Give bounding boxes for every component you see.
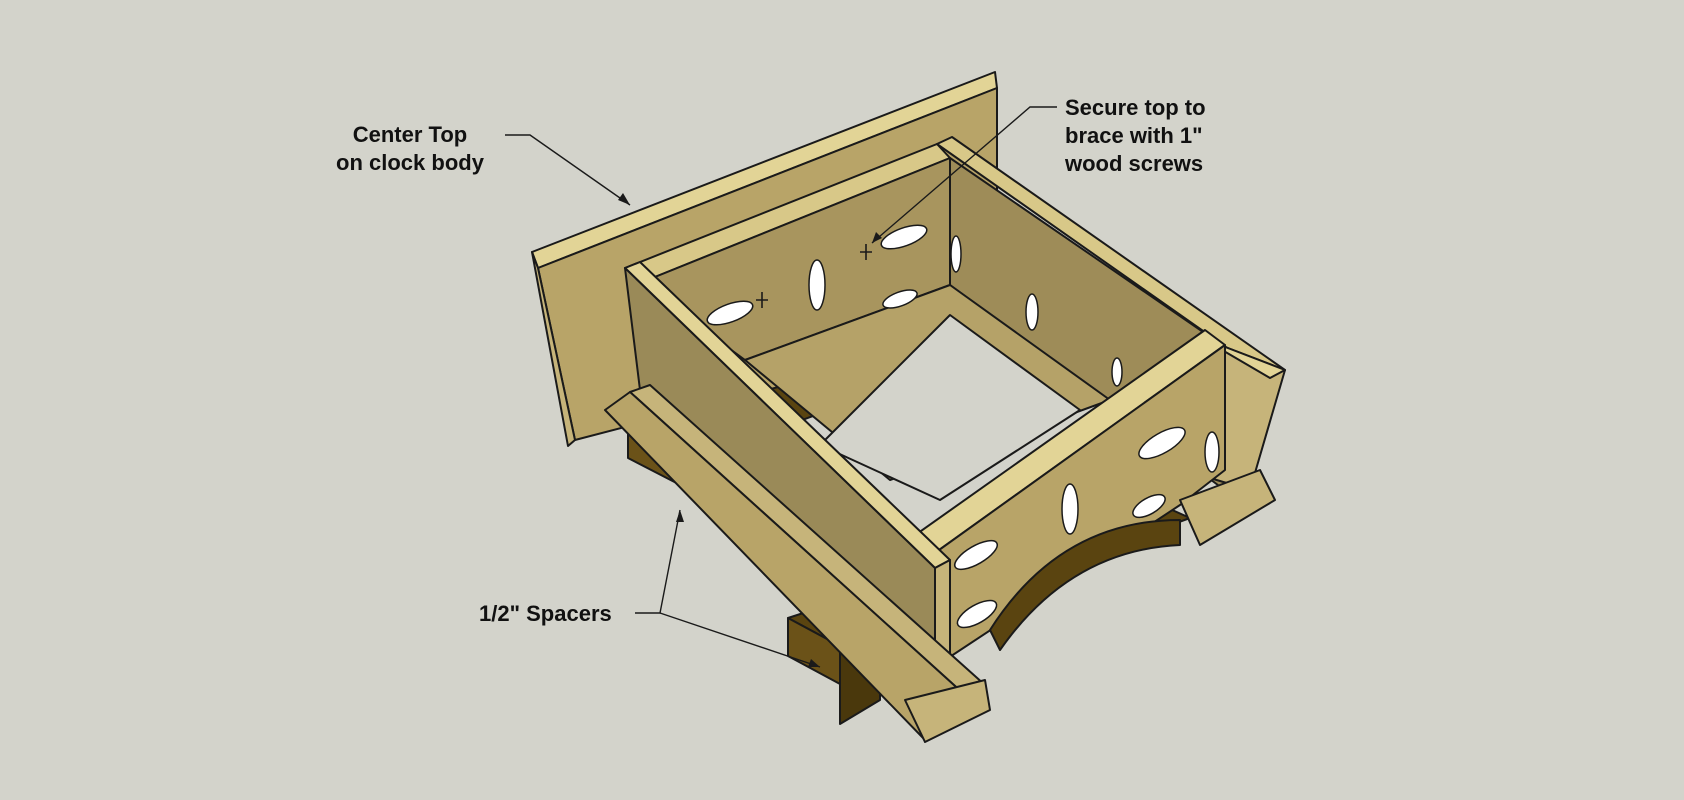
hole-back-4 [882, 289, 918, 309]
leader-spacer-upper [635, 509, 681, 614]
callout-secure-top: Secure top to brace with 1" wood screws [1065, 94, 1206, 178]
hole-back-3 [880, 224, 928, 250]
leader-spacer-lower [659, 612, 821, 668]
leader-secure-top [871, 106, 1057, 244]
callout-center-top: Center Top on clock body [320, 121, 500, 177]
hole-front-2 [1061, 483, 1079, 535]
callout-spacers: 1/2" Spacers [479, 600, 612, 628]
screw-mark-1 [756, 292, 768, 308]
callout-center-top-line-1: Center Top [352, 122, 468, 147]
floor-opening [819, 314, 1081, 501]
callout-secure-top-line-2: brace with 1" [1065, 123, 1203, 148]
arrowhead-secure-top [872, 232, 882, 243]
base-foot [904, 679, 991, 743]
callout-secure-top-line-3: wood screws [1065, 151, 1204, 176]
hole-front-3 [1132, 493, 1166, 519]
arrowhead-spacer-upper [676, 510, 684, 522]
hole-right-1 [950, 235, 962, 273]
hole-endcap [1204, 431, 1220, 473]
callout-center-top-line-2: on clock body [336, 150, 484, 175]
hole-front-1 [1138, 426, 1186, 460]
callout-secure-top-line-1: Secure top to [1065, 95, 1206, 120]
hole-back-2 [808, 259, 826, 311]
callout-spacers-text: 1/2" Spacers [479, 601, 612, 626]
arrowhead-spacer-lower [808, 659, 820, 667]
hole-front-5 [956, 599, 998, 629]
base-foot-right [1179, 469, 1276, 546]
arrowhead-center-top [618, 193, 630, 205]
hole-front-4 [953, 539, 999, 571]
front-brace-arch [989, 519, 1181, 651]
hole-right-2 [1025, 293, 1039, 331]
hole-right-3 [1111, 357, 1123, 387]
top-board-end [531, 251, 576, 447]
leader-center-top [505, 134, 631, 206]
hole-back-1 [706, 300, 754, 326]
screw-mark-2 [860, 244, 872, 260]
